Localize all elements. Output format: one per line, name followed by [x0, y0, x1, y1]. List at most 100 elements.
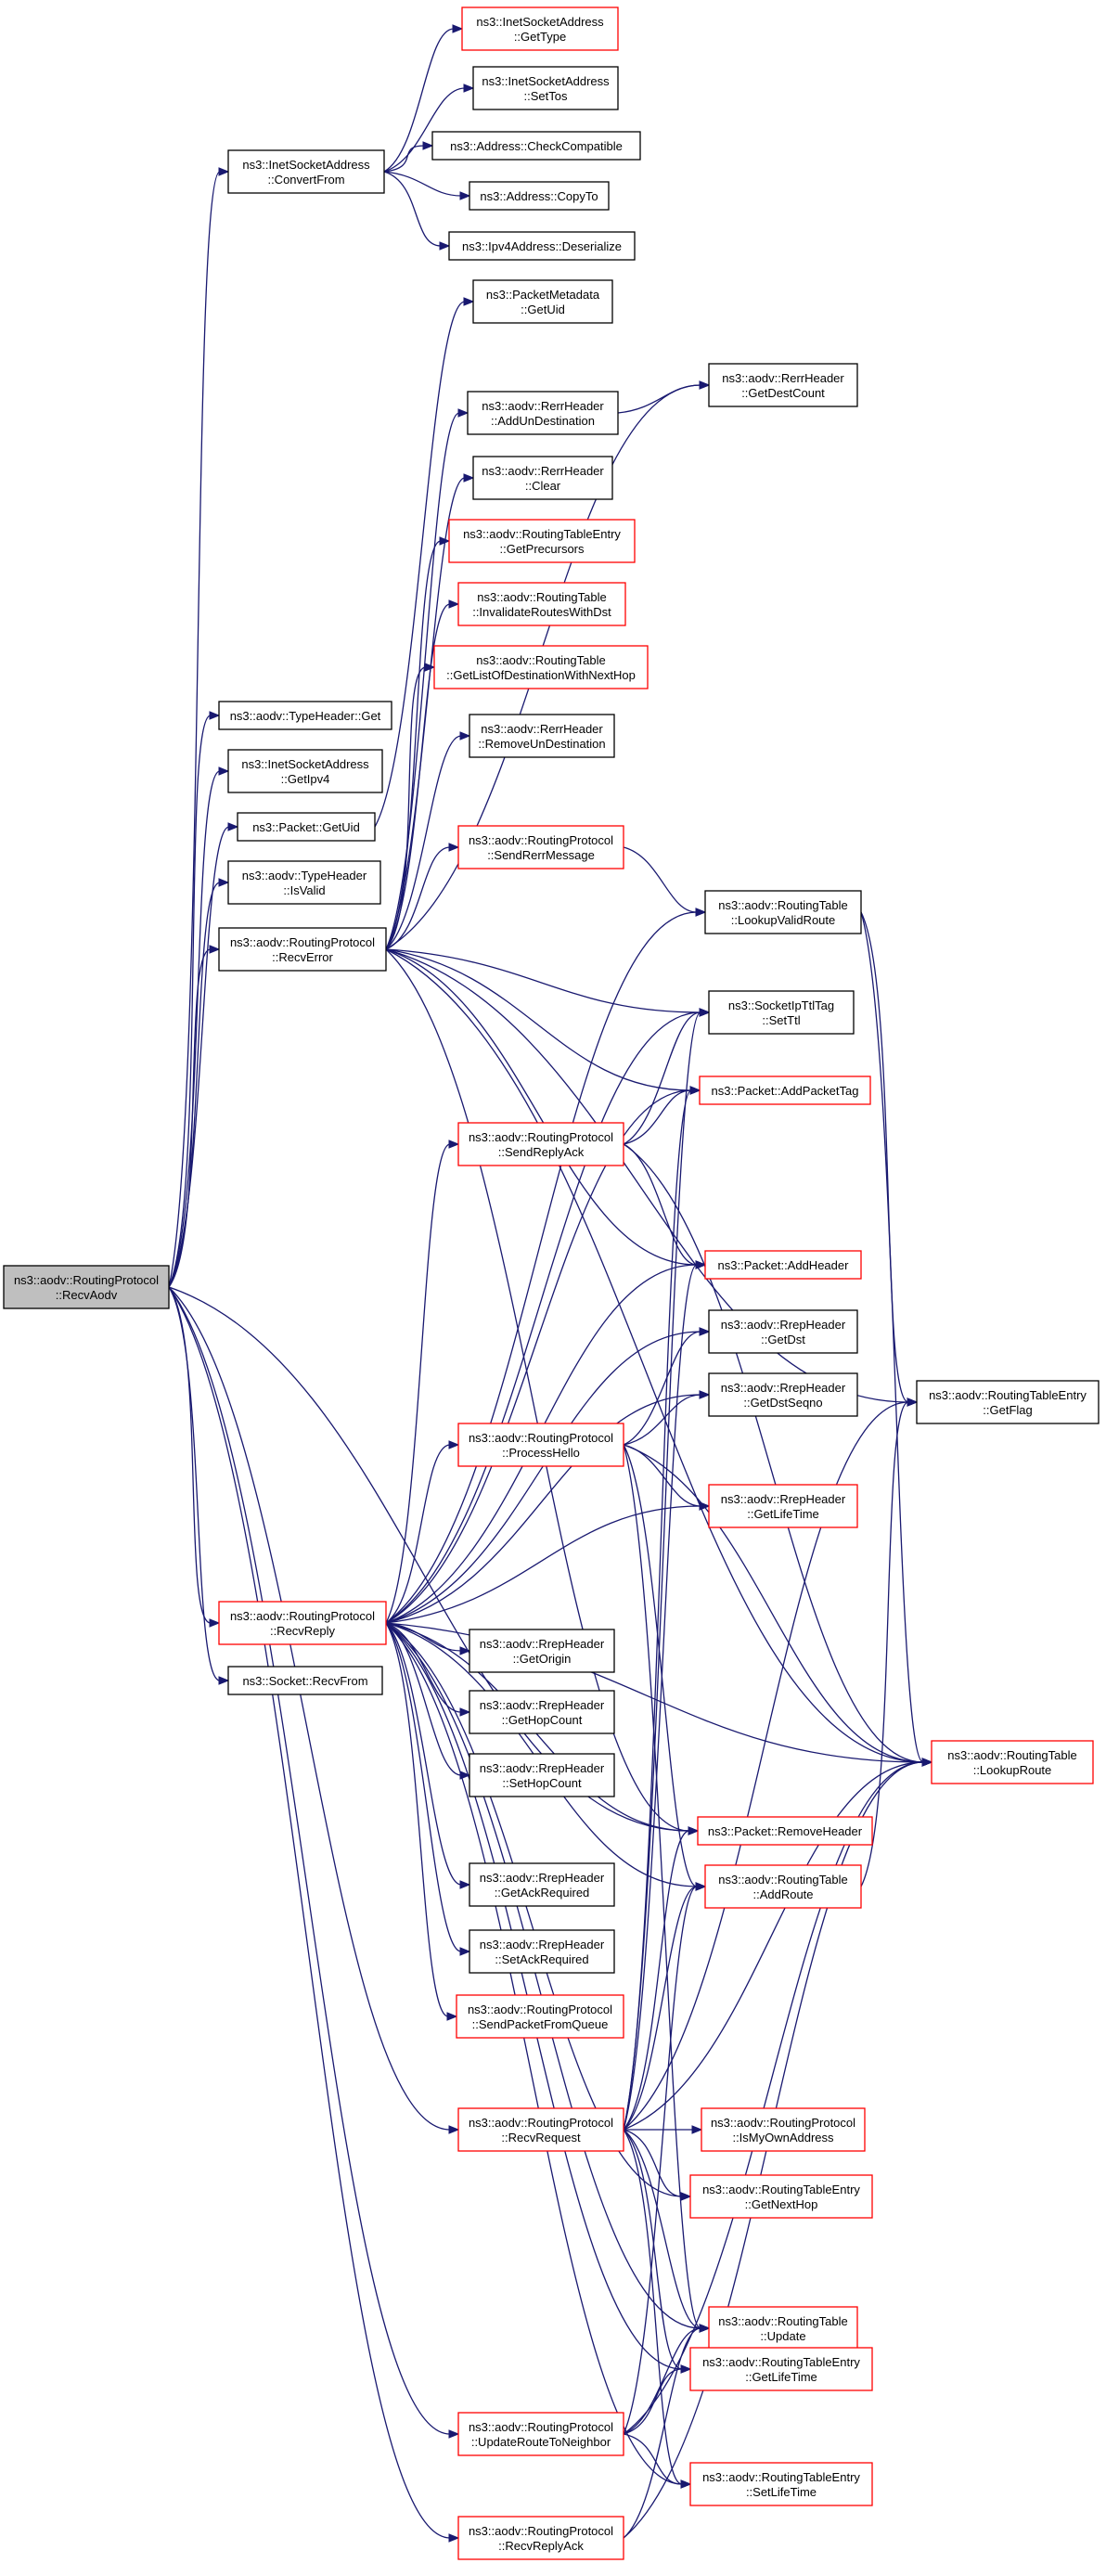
- node-rerr_getdestcount[interactable]: ns3::aodv::RerrHeader::GetDestCount: [708, 363, 858, 407]
- node-packet_addpackettag[interactable]: ns3::Packet::AddPacketTag: [699, 1075, 871, 1105]
- node-box: [457, 2516, 624, 2560]
- node-box: [469, 1690, 615, 1734]
- node-rp_recverror[interactable]: ns3::aodv::RoutingProtocol::RecvError: [218, 927, 387, 972]
- edge-rp_recvreplyack-to-rt_lookuproute: [623, 1758, 933, 2539]
- node-rrep_sethopcount[interactable]: ns3::aodv::RrepHeader::SetHopCount: [469, 1753, 615, 1797]
- node-rrep_getackreq[interactable]: ns3::aodv::RrepHeader::GetAckRequired: [469, 1862, 615, 1907]
- node-rte_getprecursors[interactable]: ns3::aodv::RoutingTableEntry::GetPrecurs…: [448, 519, 636, 563]
- node-rte_getlifetime[interactable]: ns3::aodv::RoutingTableEntry::GetLifeTim…: [689, 2347, 873, 2391]
- node-box: [472, 279, 613, 324]
- edge-rp_recvreply-to-rrep_gethopcount: [385, 1622, 471, 1717]
- node-label: ::ProcessHello: [502, 1446, 580, 1460]
- node-label: ns3::aodv::RoutingProtocol: [469, 2524, 613, 2538]
- node-label: ns3::PacketMetadata: [486, 288, 600, 302]
- edge-rp_recvreply-to-rt_lookupvalid: [385, 908, 707, 1624]
- edges-layer: [168, 24, 933, 2543]
- node-label: ns3::aodv::RerrHeader: [481, 722, 603, 736]
- node-rrep_getorigin[interactable]: ns3::aodv::RrepHeader::GetOrigin: [469, 1629, 615, 1673]
- node-box: [708, 1309, 858, 1354]
- node-label: ns3::InetSocketAddress: [242, 158, 370, 172]
- edge-rp_recvreply-to-rrep_setackreq: [385, 1622, 471, 1956]
- node-label: ns3::aodv::RoutingTableEntry: [463, 527, 621, 541]
- node-box: [704, 890, 862, 934]
- node-label: ns3::aodv::RoutingTableEntry: [702, 2355, 860, 2369]
- node-box: [457, 1122, 624, 1166]
- edge-recvaodv-to-rp_recverror: [168, 945, 221, 1288]
- node-box: [237, 812, 376, 842]
- node-label: ns3::aodv::RoutingProtocol: [14, 1273, 159, 1287]
- node-box: [708, 2306, 858, 2351]
- edge-convertfrom-to-addr_checkcompat: [383, 141, 434, 173]
- node-rrep_getdstseqno[interactable]: ns3::aodv::RrepHeader::GetDstSeqno: [708, 1372, 858, 1417]
- node-packet_addheader[interactable]: ns3::Packet::AddHeader: [704, 1250, 862, 1280]
- edge-rp_recvrequest-to-rte_setlifetime: [623, 2129, 692, 2489]
- edge-rp_recvreply-to-rp_processhello: [385, 1440, 460, 1624]
- node-typeheader_get[interactable]: ns3::aodv::TypeHeader::Get: [218, 701, 392, 730]
- node-label: ns3::aodv::RoutingTableEntry: [702, 2183, 860, 2196]
- node-convertfrom[interactable]: ns3::InetSocketAddress::ConvertFrom: [227, 149, 385, 194]
- node-rerr_clear[interactable]: ns3::aodv::RerrHeader::Clear: [472, 456, 613, 500]
- node-label: ns3::aodv::RrepHeader: [480, 1698, 605, 1712]
- node-rp_sendreplyack[interactable]: ns3::aodv::RoutingProtocol::SendReplyAck: [457, 1122, 624, 1166]
- node-box: [457, 2107, 624, 2152]
- node-box: [448, 519, 636, 563]
- node-rp_updateroute[interactable]: ns3::aodv::RoutingProtocol::UpdateRouteT…: [457, 2412, 624, 2456]
- node-rt_lookupvalid[interactable]: ns3::aodv::RoutingTable::LookupValidRout…: [704, 890, 862, 934]
- node-rrep_setackreq[interactable]: ns3::aodv::RrepHeader::SetAckRequired: [469, 1929, 615, 1974]
- node-socket_recvfrom[interactable]: ns3::Socket::RecvFrom: [227, 1666, 383, 1695]
- node-isa_gettype[interactable]: ns3::InetSocketAddress::GetType: [461, 6, 619, 51]
- edge-recvaodv-to-isa_getipv4: [168, 766, 230, 1288]
- node-recvaodv[interactable]: ns3::aodv::RoutingProtocol::RecvAodv: [3, 1265, 170, 1309]
- node-label: ns3::Packet::RemoveHeader: [708, 1824, 863, 1838]
- node-rte_getnexthop[interactable]: ns3::aodv::RoutingTableEntry::GetNextHop: [689, 2174, 873, 2219]
- node-label: ns3::InetSocketAddress: [476, 15, 604, 29]
- node-rt_addroute[interactable]: ns3::aodv::RoutingTable::AddRoute: [704, 1864, 862, 1909]
- node-rp_processhello[interactable]: ns3::aodv::RoutingProtocol::ProcessHello: [457, 1423, 624, 1467]
- node-box: [689, 2462, 873, 2506]
- node-label: ::GetDestCount: [741, 386, 825, 400]
- node-isa_getipv4[interactable]: ns3::InetSocketAddress::GetIpv4: [227, 749, 383, 793]
- node-label: ns3::aodv::RoutingProtocol: [469, 1130, 613, 1144]
- edge-recvaodv-to-typeheader_isvalid: [168, 878, 230, 1288]
- node-rp_sendpacketfromqueue[interactable]: ns3::aodv::RoutingProtocol::SendPacketFr…: [456, 1994, 624, 2039]
- edge-recvaodv-to-rp_recvrequest: [168, 1286, 460, 2134]
- node-rt_getlistdest[interactable]: ns3::aodv::RoutingTable::GetListOfDestin…: [433, 645, 649, 689]
- node-pm_getuid[interactable]: ns3::PacketMetadata::GetUid: [472, 279, 613, 324]
- node-rt_invalidate[interactable]: ns3::aodv::RoutingTable::InvalidateRoute…: [457, 582, 626, 626]
- node-box: [689, 2347, 873, 2391]
- node-label: ns3::aodv::RoutingProtocol: [469, 2420, 613, 2434]
- node-rte_getflag[interactable]: ns3::aodv::RoutingTableEntry::GetFlag: [916, 1380, 1100, 1424]
- node-rp_recvreply[interactable]: ns3::aodv::RoutingProtocol::RecvReply: [218, 1601, 387, 1645]
- node-rp_ismyownaddress[interactable]: ns3::aodv::RoutingProtocol::IsMyOwnAddre…: [701, 2107, 866, 2152]
- node-box: [469, 1929, 615, 1974]
- node-rte_setlifetime[interactable]: ns3::aodv::RoutingTableEntry::SetLifeTim…: [689, 2462, 873, 2506]
- node-rp_recvreplyack[interactable]: ns3::aodv::RoutingProtocol::RecvReplyAck: [457, 2516, 624, 2560]
- node-rrep_getlifetime[interactable]: ns3::aodv::RrepHeader::GetLifeTime: [708, 1484, 858, 1528]
- edge-recvaodv-to-socket_recvfrom: [168, 1286, 230, 1685]
- node-box: [227, 149, 385, 194]
- node-addr_copyto[interactable]: ns3::Address::CopyTo: [469, 181, 610, 211]
- node-rrep_getdst[interactable]: ns3::aodv::RrepHeader::GetDst: [708, 1309, 858, 1354]
- node-ipv4_deserialize[interactable]: ns3::Ipv4Address::Deserialize: [448, 231, 636, 261]
- node-rerr_addun[interactable]: ns3::aodv::RerrHeader::AddUnDestination: [467, 391, 619, 435]
- node-isa_settos[interactable]: ns3::InetSocketAddress::SetTos: [472, 66, 619, 110]
- node-label: ns3::aodv::RoutingProtocol: [711, 2116, 855, 2130]
- node-label: ns3::Socket::RecvFrom: [242, 1674, 367, 1688]
- node-rerr_removeun[interactable]: ns3::aodv::RerrHeader::RemoveUnDestinati…: [469, 714, 615, 758]
- node-label: ::SetTos: [524, 89, 568, 103]
- node-label: ns3::Packet::AddPacketTag: [712, 1084, 859, 1098]
- node-label: ns3::InetSocketAddress: [482, 74, 610, 88]
- node-typeheader_isvalid[interactable]: ns3::aodv::TypeHeader::IsValid: [227, 860, 381, 905]
- node-packet_removeheader[interactable]: ns3::Packet::RemoveHeader: [697, 1816, 873, 1846]
- node-rt_update[interactable]: ns3::aodv::RoutingTable::Update: [708, 2306, 858, 2351]
- node-sockipttl_setttl[interactable]: ns3::SocketIpTtlTag::SetTtl: [708, 990, 855, 1035]
- node-packet_getuid[interactable]: ns3::Packet::GetUid: [237, 812, 376, 842]
- node-rt_lookuproute[interactable]: ns3::aodv::RoutingTable::LookupRoute: [931, 1740, 1094, 1784]
- edge-rp_recverror-to-packet_addpackettag: [385, 948, 701, 1095]
- node-rp_sendrerr[interactable]: ns3::aodv::RoutingProtocol::SendRerrMess…: [457, 825, 624, 869]
- node-addr_checkcompat[interactable]: ns3::Address::CheckCompatible: [431, 131, 641, 161]
- node-rp_recvrequest[interactable]: ns3::aodv::RoutingProtocol::RecvRequest: [457, 2107, 624, 2152]
- node-box: [704, 1250, 862, 1280]
- node-rrep_gethopcount[interactable]: ns3::aodv::RrepHeader::GetHopCount: [469, 1690, 615, 1734]
- node-label: ::RecvReplyAck: [498, 2539, 584, 2553]
